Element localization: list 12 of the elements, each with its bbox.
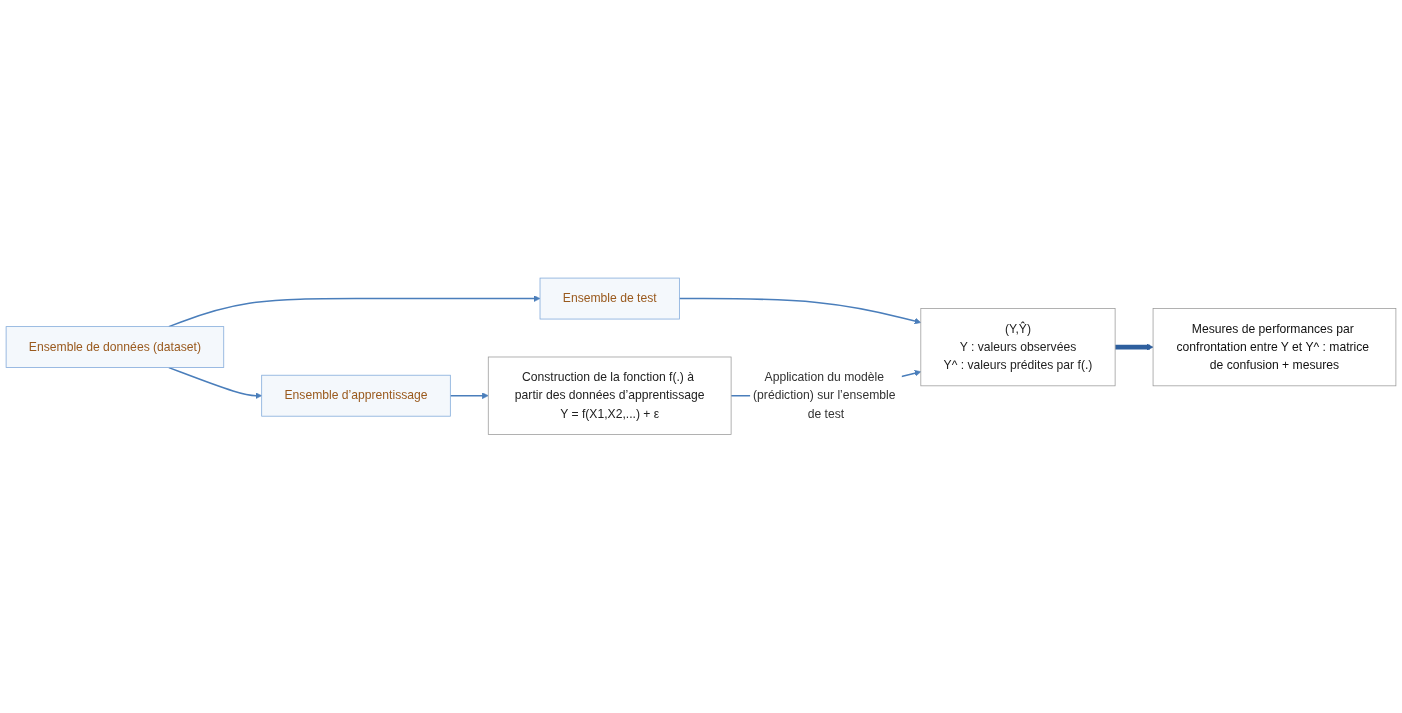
node-box: (Y,Ŷ) Y : valeurs observées Y^ : valeurs prédites par f(.) bbox=[920, 308, 1116, 387]
node-box: Ensemble de données (dataset) bbox=[5, 326, 225, 369]
node-box: Ensemble de test bbox=[539, 277, 680, 320]
node-box: Mesures de performances par confrontation entre Y et Y^ : matrice de confusion + mesures bbox=[1152, 308, 1397, 387]
node-box: Construction de la fonction f(.) à partir des données d’apprentissage Y = f(X1,X2,...) + ε bbox=[487, 356, 732, 436]
arrow bbox=[168, 367, 262, 400]
node-box: Ensemble d’apprentissage bbox=[261, 375, 451, 417]
arrow bbox=[168, 295, 541, 328]
edge-label: Application du modèle (prédiction) sur l’ensemble de test bbox=[753, 370, 896, 421]
arrow bbox=[678, 298, 922, 325]
arrow bbox=[449, 392, 489, 400]
arrow bbox=[1115, 344, 1154, 351]
